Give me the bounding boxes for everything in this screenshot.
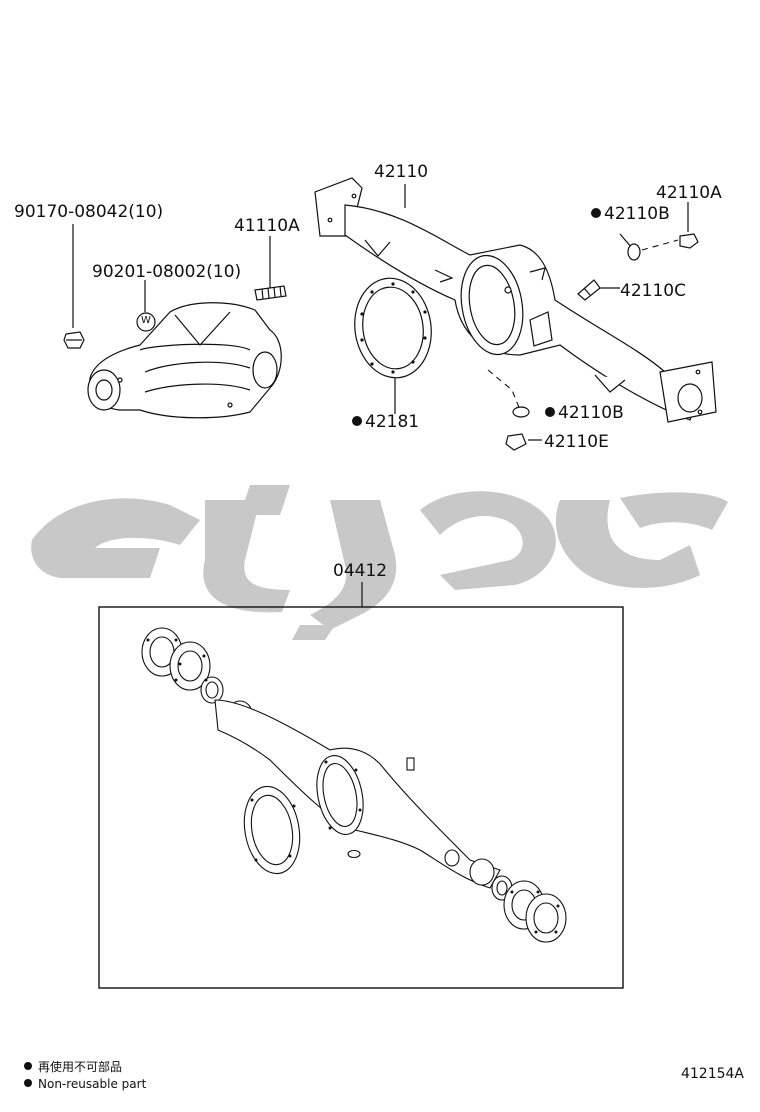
gasket-kit-bolt-holes <box>146 638 560 934</box>
legend-item-nonreusable-jp: 再使用不可部品 <box>24 1060 122 1075</box>
plug-42110e-icon <box>505 433 527 451</box>
axle-housing-42110-icon <box>314 177 717 423</box>
washer-w-mark: W <box>141 315 151 326</box>
gasket-kit-contents <box>141 627 567 943</box>
plug-42110a-icon <box>679 233 699 249</box>
gasket-42110b-bottom-icon <box>512 406 530 418</box>
legend-text-jp: 再使用不可部品 <box>38 1060 123 1074</box>
label-90170: 90170-08042(10) <box>14 202 164 222</box>
legend-text-en: Non-reusable part <box>38 1077 147 1091</box>
label-42110a: 42110A <box>656 183 722 203</box>
watermark-logo <box>31 485 728 640</box>
label-42181: 42181 <box>352 412 419 432</box>
leader-lines <box>72 184 689 607</box>
label-42110b-bottom: 42110B <box>545 403 624 423</box>
gasket-42181-holes <box>360 282 427 374</box>
washer-w-icon <box>136 312 156 332</box>
label-41110a: 41110A <box>234 216 300 236</box>
gasket-42181-icon <box>354 277 432 379</box>
label-42110e: 42110E <box>544 432 609 452</box>
differential-carrier-icon <box>87 302 282 419</box>
gasket-kit-frame <box>98 606 624 989</box>
label-42110b-top: 42110B <box>591 204 670 224</box>
label-90201: 90201-08002(10) <box>92 262 242 282</box>
plug-42110b-top-icon <box>627 243 641 261</box>
legend-bullet-icon <box>24 1062 32 1070</box>
label-04412: 04412 <box>333 561 388 581</box>
label-42110c: 42110C <box>620 281 686 301</box>
figure-number: 412154A <box>680 1066 744 1082</box>
legend-item-nonreusable-en: Non-reusable part <box>24 1077 146 1092</box>
nut-90170-icon <box>63 331 85 349</box>
label-42110: 42110 <box>374 162 429 182</box>
breather-42110c-icon <box>577 279 601 301</box>
stud-41110a-icon <box>254 285 287 301</box>
dashed-leaders <box>487 239 679 411</box>
legend-bullet-icon <box>24 1079 32 1087</box>
